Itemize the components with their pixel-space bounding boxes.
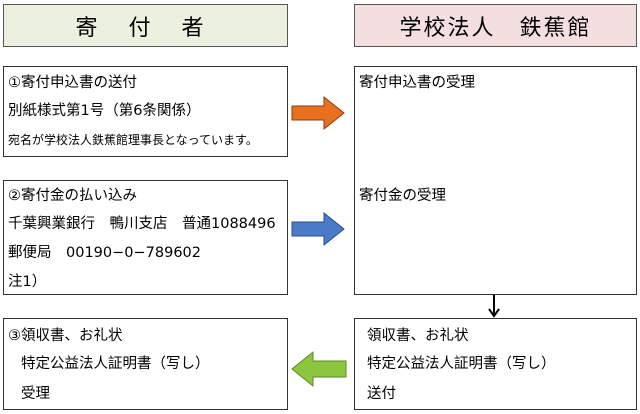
donor-header-label: 寄 付 者 bbox=[75, 15, 216, 41]
down-arrow-icon bbox=[488, 295, 500, 318]
step2-title: ②寄付金の払い込み bbox=[8, 188, 137, 204]
donor-header: 寄 付 者 bbox=[3, 4, 288, 47]
step1-title: ①寄付申込書の送付 bbox=[8, 75, 137, 91]
school-send-box: 領収書、お礼状 特定公益法人証明書（写し） 送付 bbox=[354, 318, 637, 410]
step1-form-name: 別紙様式第1号（第6条関係） bbox=[8, 103, 201, 119]
receive-application: 寄付申込書の受理 bbox=[359, 75, 475, 91]
footnote-ref: 注1） bbox=[8, 274, 47, 290]
blue-right-arrow-icon bbox=[291, 211, 345, 247]
step3-box: ③領収書、お礼状 特定公益法人証明書（写し） 受理 bbox=[3, 318, 288, 410]
step3-certificate: 特定公益法人証明書（写し） bbox=[21, 356, 210, 372]
school-receive-box: 寄付申込書の受理 寄付金の受理 bbox=[354, 66, 637, 295]
postal-account: 郵便局 00190−0−789602 bbox=[8, 245, 202, 261]
school-header: 学校法人 鉄蕉館 bbox=[354, 4, 637, 47]
send-receipt: 領収書、お礼状 bbox=[367, 328, 469, 344]
step1-address-note: 宛名が学校法人鉄蕉館理事長となっています。 bbox=[8, 133, 258, 147]
step1-box: ①寄付申込書の送付 別紙様式第1号（第6条関係） 宛名が学校法人鉄蕉館理事長とな… bbox=[3, 66, 288, 157]
step2-box: ②寄付金の払い込み 千葉興業銀行 鴨川支店 普通1088496 郵便局 0019… bbox=[3, 180, 288, 295]
green-left-arrow-icon bbox=[291, 350, 347, 388]
send-certificate: 特定公益法人証明書（写し） bbox=[367, 356, 556, 372]
orange-right-arrow-icon bbox=[291, 95, 345, 131]
receive-donation: 寄付金の受理 bbox=[359, 188, 446, 204]
step3-receipt: 受理 bbox=[21, 386, 50, 402]
bank-account: 千葉興業銀行 鴨川支店 普通1088496 bbox=[8, 216, 276, 232]
send-action: 送付 bbox=[367, 386, 396, 402]
school-header-label: 学校法人 鉄蕉館 bbox=[399, 15, 592, 41]
step3-title: ③領収書、お礼状 bbox=[8, 328, 123, 344]
